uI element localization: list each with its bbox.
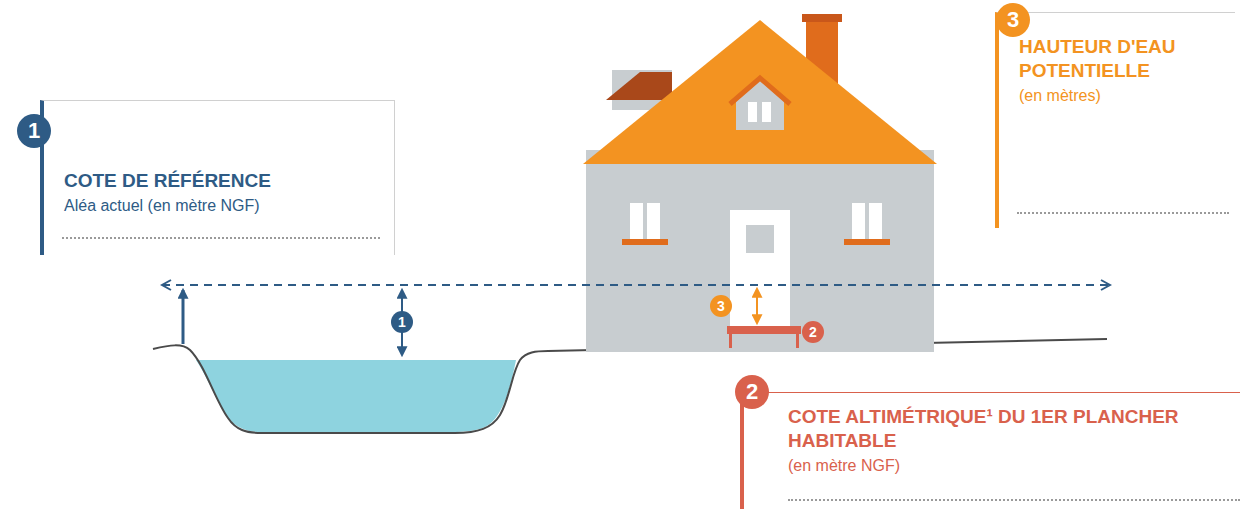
callout-unit: (en mètre NGF): [788, 455, 1230, 477]
water-height-arrow: [756, 289, 758, 323]
callout-heading: COTE DE RÉFÉRENCE: [64, 169, 380, 193]
callout-number: 2: [735, 375, 769, 409]
callout-number: 1: [17, 114, 51, 148]
callout-number: 2: [802, 321, 824, 343]
callout-number: 1: [391, 311, 413, 333]
callout-unit: (en mètres): [1019, 85, 1225, 107]
floor-bench: [727, 326, 801, 348]
callout-unit: Aléa actuel (en mètre NGF): [64, 195, 380, 217]
callout-box: 3HAUTEUR D'EAU POTENTIELLE(en mètres): [995, 12, 1235, 228]
house: [583, 14, 937, 352]
callout-number: 3: [710, 295, 732, 317]
river-water: [196, 360, 516, 432]
callout-number: 3: [996, 3, 1030, 37]
reference-level-line: [162, 284, 1110, 286]
callout-box: 2COTE ALTIMÉTRIQUE¹ DU 1ER PLANCHER HABI…: [740, 392, 1240, 509]
blank-fill-line: [1017, 212, 1229, 214]
callout-box: 1COTE DE RÉFÉRENCEAléa actuel (en mètre …: [40, 100, 395, 255]
callout-heading: HAUTEUR D'EAU POTENTIELLE: [1019, 35, 1225, 83]
blank-fill-line: [62, 237, 380, 239]
callout-heading: COTE ALTIMÉTRIQUE¹ DU 1ER PLANCHER HABIT…: [788, 405, 1230, 453]
bank-arrow: [182, 290, 185, 344]
blank-fill-line: [788, 499, 1240, 501]
